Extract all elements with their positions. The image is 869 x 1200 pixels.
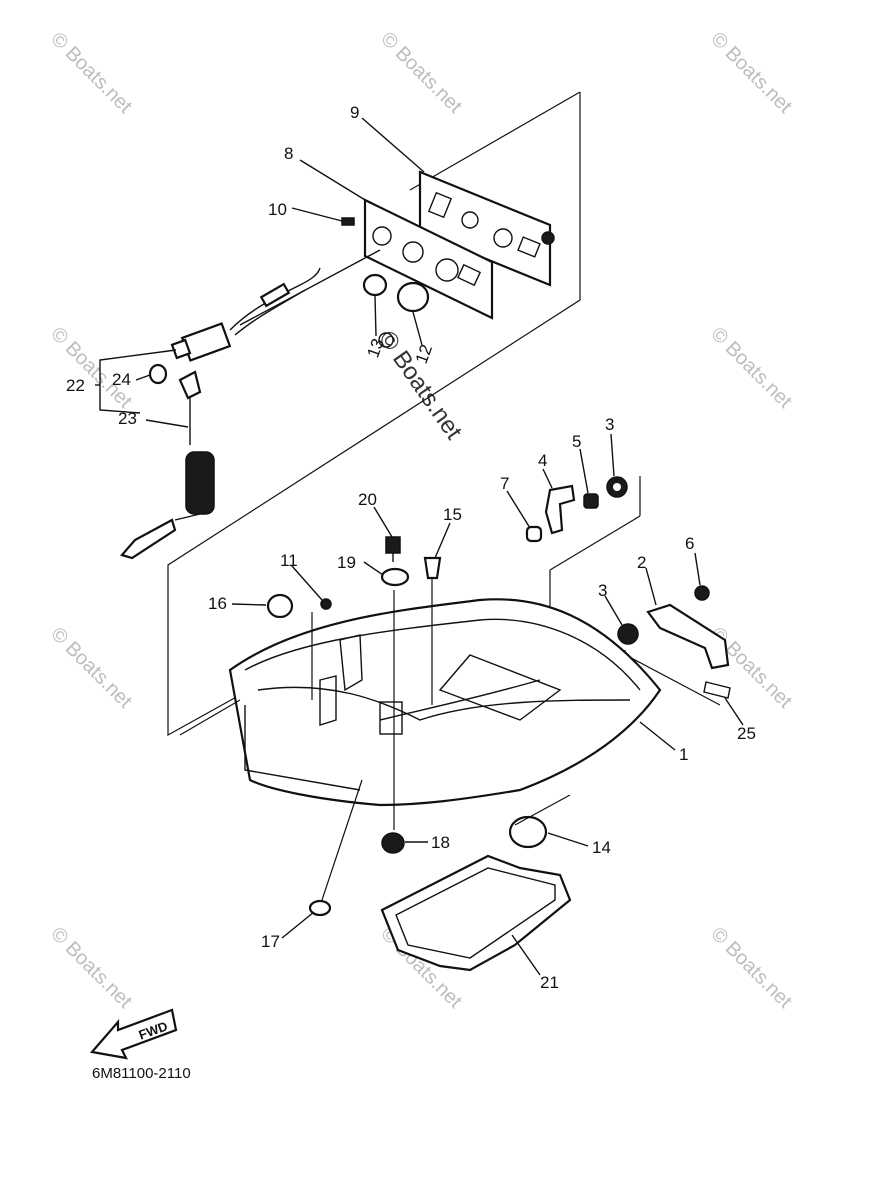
callout-15: 15	[443, 505, 462, 524]
cap-13	[362, 273, 394, 348]
grommet-3-lower	[617, 623, 639, 645]
grommet-17	[308, 899, 332, 917]
callout-16: 16	[208, 594, 227, 613]
callout-7: 7	[500, 474, 509, 493]
bottom-cowling-1	[228, 598, 662, 807]
grommet-14	[508, 815, 548, 849]
bolt-20	[385, 536, 401, 562]
callout-11: 11	[280, 551, 298, 570]
callout-17: 17	[261, 932, 280, 951]
hook-2	[646, 603, 730, 670]
watermark: © Boats.net	[46, 323, 136, 413]
callout-20: 20	[358, 490, 377, 509]
callout-10: 10	[268, 200, 287, 219]
watermark: © Boats.net	[706, 28, 796, 118]
control-panel-8	[363, 198, 494, 320]
callout-14: 14	[592, 838, 611, 857]
callout-18: 18	[431, 833, 450, 852]
grommet-3-upper	[606, 476, 628, 498]
washer-19	[380, 567, 410, 587]
callout-9: 9	[350, 103, 359, 122]
gasket-21	[380, 854, 572, 972]
diagram-code: 6M81100-2110	[92, 1065, 191, 1082]
grommet-18	[381, 832, 405, 854]
callout-22: 22	[66, 376, 85, 395]
watermark: © Boats.net	[46, 28, 136, 118]
callout-1: 1	[679, 745, 688, 764]
callout-6: 6	[685, 534, 694, 553]
nut-11	[320, 598, 332, 610]
stop-switch-22	[170, 249, 381, 362]
bolt-6	[694, 585, 710, 601]
watermark: © Boats.net	[376, 28, 466, 118]
leader-lines	[95, 117, 744, 976]
callout-25: 25	[737, 724, 756, 743]
fwd-arrow-icon	[89, 1008, 178, 1060]
bracket-4	[544, 484, 576, 535]
screw-10	[341, 217, 355, 226]
callout-5: 5	[572, 432, 581, 451]
callout-8: 8	[284, 144, 293, 163]
callout-23: 23	[118, 409, 137, 428]
watermark: © Boats.net	[46, 923, 136, 1013]
callout-4: 4	[538, 451, 547, 470]
watermark: © Boats.net	[706, 923, 796, 1013]
nut-5	[583, 493, 599, 509]
nut-7	[525, 525, 543, 543]
grommet-16	[266, 593, 294, 619]
callout-19: 19	[337, 553, 356, 572]
watermark: © Boats.net	[46, 623, 136, 713]
callout-3b: 3	[598, 581, 607, 600]
control-panel-9	[418, 170, 555, 287]
cap-12	[396, 281, 430, 313]
callout-21: 21	[540, 973, 559, 992]
plug-15	[423, 556, 442, 580]
callout-24: 24	[112, 370, 131, 389]
clip-24	[148, 363, 168, 385]
watermark: © Boats.net	[706, 323, 796, 413]
label-25	[703, 681, 731, 699]
callout-3a: 3	[605, 415, 614, 434]
callout-2: 2	[637, 553, 646, 572]
lanyard-23	[120, 370, 215, 560]
